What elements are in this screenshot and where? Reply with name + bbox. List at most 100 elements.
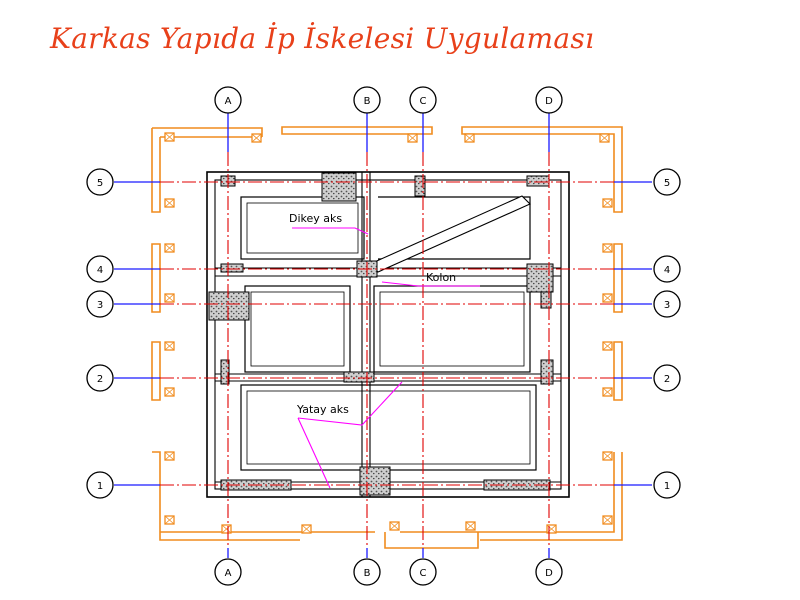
- axis-bubble-label: A: [225, 568, 232, 579]
- axis-bubble-5-left: 5: [86, 168, 114, 196]
- scaffold-box: [407, 133, 418, 143]
- axis-bubble-5-right: 5: [653, 168, 681, 196]
- axis-bubble-3-right: 3: [653, 290, 681, 318]
- axis-bubble-c-top: C: [409, 86, 437, 114]
- axis-bubble-label: 5: [97, 178, 103, 189]
- axis-bubble-2-right: 2: [653, 364, 681, 392]
- axis-d: DD: [535, 86, 563, 586]
- axis-bubble-label: B: [364, 568, 371, 579]
- axis-bubble-label: 1: [664, 481, 670, 492]
- annotation-leaders: [292, 227, 480, 489]
- axis-bubble-label: 2: [664, 374, 670, 385]
- axis-bubble-label: C: [420, 96, 427, 107]
- column: [540, 359, 554, 385]
- scaffold-left-top: [151, 128, 161, 213]
- column: [414, 175, 426, 197]
- column: [208, 291, 250, 321]
- scaffold-left-low: [151, 341, 161, 401]
- axis-bubble-label: 3: [97, 300, 103, 311]
- scaffold-top-right: [461, 126, 623, 213]
- axis-bubble-2-left: 2: [86, 364, 114, 392]
- axis-bubble-label: 3: [664, 300, 670, 311]
- scaffold-box: [602, 341, 613, 351]
- axis-bubble-label: 4: [664, 265, 670, 276]
- building-walls: [206, 171, 570, 498]
- axis-bubble-label: 1: [97, 481, 103, 492]
- column: [321, 172, 357, 202]
- label-horizontal-axis: Yatay aks: [296, 403, 349, 416]
- scaffold-anchor-boxes: [164, 132, 613, 534]
- leader-vertical-axis: [292, 227, 369, 235]
- scaffold-box: [464, 133, 475, 143]
- axis-bubble-d-top: D: [535, 86, 563, 114]
- label-column: Kolon: [426, 271, 456, 284]
- scaffold-frame: [151, 126, 623, 549]
- column: [526, 175, 550, 187]
- axis-bubble-4-left: 4: [86, 255, 114, 283]
- axis-bubble-label: 2: [97, 374, 103, 385]
- scaffold-box: [164, 293, 175, 303]
- axis-bubble-label: C: [420, 568, 427, 579]
- axis-bubble-1-right: 1: [653, 471, 681, 499]
- scaffold-left-mid: [151, 243, 161, 313]
- axis-bubble-label: 5: [664, 178, 670, 189]
- structural-columns: [208, 172, 554, 496]
- axis-bubble-c-bottom: C: [409, 558, 437, 586]
- axis-bubble-label: D: [545, 568, 553, 579]
- column: [540, 291, 552, 309]
- scaffold-right-low: [613, 341, 623, 401]
- leader-horizontal-axis-b: [297, 381, 403, 426]
- scaffold-top-middle: [281, 126, 433, 135]
- axis-bubble-label: A: [225, 96, 232, 107]
- scaffold-box: [602, 451, 613, 461]
- axis-bubble-4-right: 4: [653, 255, 681, 283]
- scaffold-box: [301, 524, 312, 534]
- scaffold-box: [251, 133, 262, 143]
- axis-bubble-a-top: A: [214, 86, 242, 114]
- scaffold-box: [221, 524, 232, 534]
- axis-bubble-b-top: B: [353, 86, 381, 114]
- axis-bubble-3-left: 3: [86, 290, 114, 318]
- column: [359, 466, 391, 496]
- scaffold-box: [164, 198, 175, 208]
- scaffold-box: [164, 132, 175, 142]
- column: [220, 359, 230, 385]
- scaffold-bottom-left: [152, 451, 375, 541]
- axis-bubble-label: B: [364, 96, 371, 107]
- column: [220, 263, 244, 273]
- axis-bubble-label: D: [545, 96, 553, 107]
- scaffold-box: [164, 341, 175, 351]
- scaffold-box: [602, 293, 613, 303]
- column: [343, 371, 375, 383]
- axis-b: BB: [353, 86, 381, 586]
- axis-bubble-a-bottom: A: [214, 558, 242, 586]
- scaffold-box: [164, 387, 175, 397]
- scaffold-box: [465, 521, 476, 531]
- page-title: Karkas Yapıda İp İskelesi Uygulaması: [50, 22, 595, 55]
- scaffold-bottom-notch: [384, 532, 479, 549]
- scaffold-top-left: [152, 127, 263, 138]
- scaffold-right-mid: [613, 243, 623, 313]
- scaffold-box: [602, 198, 613, 208]
- leader-horizontal-axis-a: [297, 417, 331, 489]
- axis-c: CC: [409, 86, 437, 586]
- axis-bubble-d-bottom: D: [535, 558, 563, 586]
- scaffold-box: [602, 387, 613, 397]
- scaffold-box: [599, 133, 610, 143]
- axis-bubble-1-left: 1: [86, 471, 114, 499]
- axis-a: AA: [214, 86, 242, 586]
- scaffold-box: [389, 521, 400, 531]
- scaffold-box: [164, 243, 175, 253]
- scaffold-box: [164, 515, 175, 525]
- scaffold-box: [602, 243, 613, 253]
- scaffold-box: [546, 524, 557, 534]
- leader-column: [381, 281, 480, 287]
